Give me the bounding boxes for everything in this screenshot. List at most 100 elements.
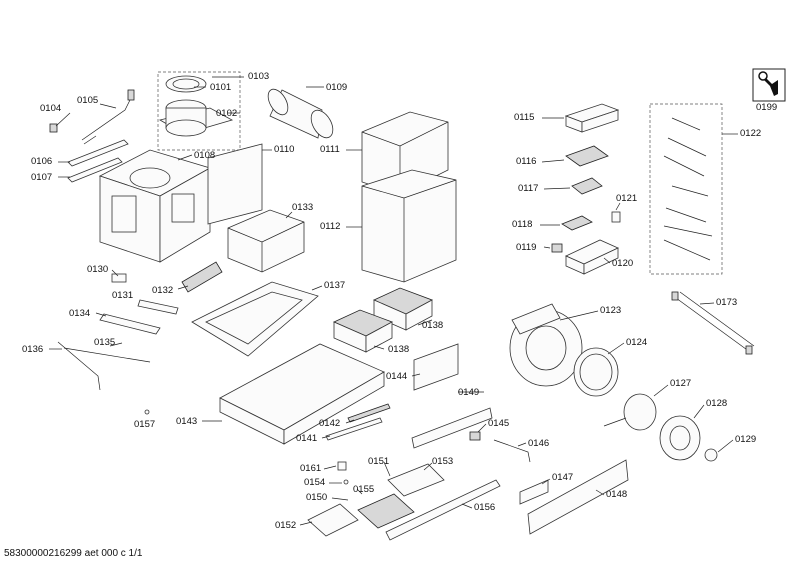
label-0147: 0147 <box>552 472 574 483</box>
label-0101: 0101 <box>210 82 232 93</box>
part-0173-cable <box>671 291 755 355</box>
part-0127-motor <box>603 393 657 431</box>
part-0130-clip <box>111 273 127 283</box>
part-0133-frame <box>227 209 305 273</box>
part-0136-frame <box>57 341 101 391</box>
label-0135: 0135 <box>94 337 116 348</box>
label-0143: 0143 <box>176 416 198 427</box>
label-0131: 0131 <box>112 290 134 301</box>
part-0123-blower-housing <box>509 303 583 387</box>
part-0121-small <box>611 211 621 223</box>
label-0112: 0112 <box>320 221 341 232</box>
part-0147-bracket <box>519 479 549 505</box>
part-0119-small <box>551 243 563 253</box>
leader-lines <box>49 76 738 526</box>
label-0118: 0118 <box>512 219 533 230</box>
label-0154: 0154 <box>304 477 326 488</box>
label-0127: 0127 <box>670 378 692 389</box>
label-0173: 0173 <box>716 297 738 308</box>
label-0110: 0110 <box>274 144 295 155</box>
label-0122: 0122 <box>740 128 762 139</box>
part-0107-rail <box>67 157 123 183</box>
document-footer: 58300000216299 aet 000 c 1/1 <box>4 548 143 559</box>
label-0128: 0128 <box>706 398 728 409</box>
part-0161-clip <box>337 461 347 471</box>
label-0129: 0129 <box>735 434 757 445</box>
label-0108: 0108 <box>194 150 216 161</box>
label-0115: 0115 <box>514 112 535 123</box>
part-0108-housing <box>98 149 212 263</box>
part-0128-impeller <box>659 415 701 461</box>
label-0153: 0153 <box>432 456 454 467</box>
label-0124: 0124 <box>626 337 648 348</box>
part-0106-rail <box>67 139 129 167</box>
label-0116: 0116 <box>516 156 537 167</box>
label-0121: 0121 <box>616 193 638 204</box>
label-0151: 0151 <box>368 456 390 467</box>
part-0135-rail <box>63 347 151 363</box>
label-0136: 0136 <box>22 344 44 355</box>
label-0104: 0104 <box>40 103 62 114</box>
label-0105: 0105 <box>77 95 99 106</box>
part-0146-cable <box>493 439 531 463</box>
label-0142: 0142 <box>319 418 341 429</box>
part-0112-lower-cover <box>361 169 457 283</box>
part-0144-light-frame <box>413 343 459 391</box>
part-0149-panel <box>411 407 493 449</box>
label-0144: 0144 <box>386 371 408 382</box>
label-0156: 0156 <box>474 502 496 513</box>
label-0199: 0199 <box>756 102 778 113</box>
label-0148: 0148 <box>606 489 628 500</box>
label-0138-lower: 0138 <box>388 344 410 355</box>
label-0123: 0123 <box>600 305 622 316</box>
part-0155-filter <box>357 493 415 529</box>
part-0152-board <box>307 503 359 537</box>
label-0132: 0132 <box>152 285 174 296</box>
part-0124-ring <box>573 347 619 397</box>
part-0117-board <box>571 177 603 195</box>
part-0156-bar <box>385 479 501 541</box>
part-0138-filter-lower <box>333 309 393 353</box>
part-0115-cover <box>564 103 620 133</box>
part-0137-gasket <box>191 281 319 357</box>
label-0133: 0133 <box>292 202 314 213</box>
part-0142-strip <box>347 403 391 423</box>
part-0102-collar <box>158 99 234 137</box>
label-0134: 0134 <box>69 308 91 319</box>
label-0137: 0137 <box>324 280 346 291</box>
part-0138-filter-upper <box>373 287 433 331</box>
label-0161: 0161 <box>300 463 322 474</box>
part-0132-grille <box>181 261 223 293</box>
part-0118-board <box>561 215 593 231</box>
label-0106: 0106 <box>31 156 53 167</box>
label-0107: 0107 <box>31 172 53 183</box>
part-0105-cable <box>81 89 135 145</box>
label-0111: 0111 <box>320 144 340 155</box>
part-0134-rail <box>99 313 161 335</box>
part-0141-strip <box>325 417 383 441</box>
part-0129-cap <box>704 448 718 462</box>
part-0145-switch <box>469 431 481 441</box>
label-0109: 0109 <box>326 82 348 93</box>
part-0122-cable-frame <box>649 103 723 275</box>
part-0110-panel <box>207 143 263 225</box>
wrench-icon <box>752 68 786 102</box>
label-0149: 0149 <box>458 387 480 398</box>
label-0152: 0152 <box>275 520 297 531</box>
label-0130: 0130 <box>87 264 109 275</box>
label-0102: 0102 <box>216 108 238 119</box>
label-0157: 0157 <box>134 419 156 430</box>
label-0119: 0119 <box>516 242 537 253</box>
part-0116-board <box>565 145 609 167</box>
part-0153-board <box>387 463 445 497</box>
part-0157-screw <box>144 409 150 415</box>
label-0138-upper: 0138 <box>422 320 444 331</box>
label-0117: 0117 <box>518 183 539 194</box>
label-0141: 0141 <box>296 433 318 444</box>
label-0145: 0145 <box>488 418 510 429</box>
label-0103: 0103 <box>248 71 270 82</box>
label-0146: 0146 <box>528 438 550 449</box>
part-0131-strip <box>137 299 179 315</box>
